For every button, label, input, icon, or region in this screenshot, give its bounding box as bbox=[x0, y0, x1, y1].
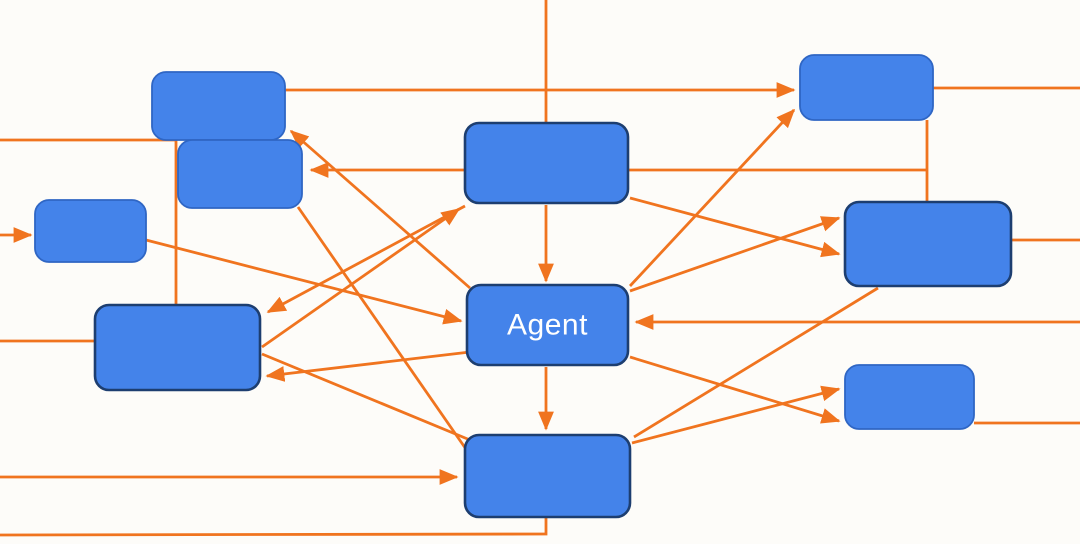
node-top-left-b-box bbox=[177, 139, 303, 209]
edge-agent-to-top-right bbox=[628, 108, 796, 287]
node-right-small-box bbox=[844, 364, 975, 430]
node-left-middle bbox=[93, 303, 262, 392]
node-top-right-box bbox=[799, 54, 934, 121]
node-left-small-box bbox=[34, 199, 147, 263]
node-top-center bbox=[463, 121, 630, 205]
node-layer: Agent bbox=[34, 54, 1013, 519]
node-top-center-box bbox=[463, 121, 630, 205]
node-top-left-a bbox=[151, 71, 286, 141]
node-right-middle bbox=[843, 200, 1013, 288]
node-left-middle-box bbox=[93, 303, 262, 392]
edge-left-middle-to-top-center bbox=[261, 207, 461, 349]
node-bottom-center-box bbox=[463, 433, 632, 519]
node-left-small bbox=[34, 199, 147, 263]
edge-bottom-center-to-canvas-left bbox=[0, 517, 548, 537]
node-right-small bbox=[844, 364, 975, 430]
node-bottom-center bbox=[463, 433, 632, 519]
edge-top-center-to-right-middle bbox=[629, 196, 841, 258]
edge-agent-to-right-small bbox=[629, 355, 841, 424]
node-agent: Agent bbox=[465, 283, 630, 367]
edge-agent-to-right-middle bbox=[629, 216, 841, 293]
node-agent-label: Agent bbox=[507, 309, 588, 342]
node-top-right bbox=[799, 54, 934, 121]
node-right-middle-box bbox=[843, 200, 1013, 288]
edge-right-middle-to-bottom-center bbox=[633, 286, 879, 439]
node-agent-box bbox=[465, 283, 630, 367]
node-top-left-a-box bbox=[151, 71, 286, 141]
edge-bottom-center-to-right-small bbox=[631, 385, 841, 445]
edge-left-small-to-agent bbox=[145, 238, 463, 325]
node-top-left-b bbox=[177, 139, 303, 209]
edge-agent-to-top-left-a bbox=[289, 129, 471, 290]
edge-agent-to-left-middle bbox=[265, 350, 471, 382]
edge-left-middle-to-bottom-center bbox=[261, 352, 471, 442]
edge-top-left-b-to-bottom-center bbox=[296, 206, 470, 453]
edge-top-center-to-left-middle bbox=[266, 204, 466, 314]
